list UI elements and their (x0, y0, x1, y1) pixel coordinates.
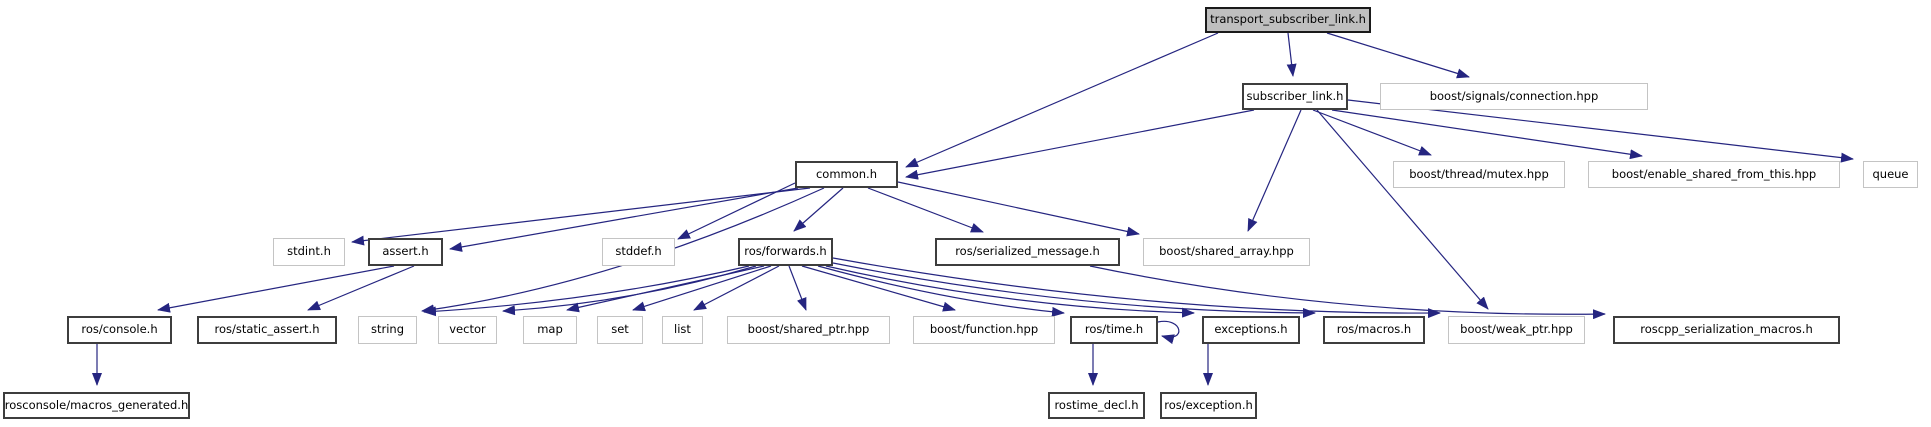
node-boost-function: boost/function.hpp (913, 316, 1055, 344)
edge-subscriber-link-to-boost-enable-shared-from-this (1331, 109, 1643, 160)
node-ros-forwards[interactable]: ros/forwards.h (738, 238, 833, 266)
node-boost-shared-ptr: boost/shared_ptr.hpp (727, 316, 890, 344)
edge-ros-forwards-to-set (632, 265, 772, 312)
edge-ros-serialized-message-to-roscpp-serialization-macros (1089, 265, 1606, 320)
edge-common-to-stdint (351, 187, 811, 246)
node-set: set (597, 316, 643, 344)
edge-ros-forwards-to-ros-macros (832, 262, 1316, 318)
edge-ros-forwards-to-string (423, 265, 750, 317)
edge-ros-forwards-to-boost-function (801, 265, 956, 312)
edge-subscriber-link-to-boost-weak-ptr (1316, 109, 1489, 310)
edge-common-to-ros-serialized-message (867, 187, 984, 233)
edge-transport-to-common (905, 32, 1219, 168)
edge-common-to-stddef (677, 182, 796, 240)
edge-subscriber-link-to-common (905, 109, 1255, 180)
node-ros-static-assert[interactable]: ros/static_assert.h (197, 316, 337, 344)
node-ros-exception[interactable]: ros/exception.h (1160, 392, 1257, 419)
node-boost-thread-mutex: boost/thread/mutex.hpp (1393, 161, 1565, 188)
edge-ros-forwards-to-list (693, 265, 780, 311)
node-roscpp-serialization-macros[interactable]: roscpp_serialization_macros.h (1613, 316, 1840, 344)
edge-transport-to-subscriber-link (1286, 32, 1297, 77)
node-vector: vector (438, 316, 497, 344)
node-string: string (358, 316, 417, 344)
edge-ros-forwards-to-boost-weak-ptr (832, 257, 1441, 319)
edge-common-to-boost-shared-array (897, 181, 1140, 237)
node-queue: queue (1863, 161, 1918, 188)
edge-subscriber-link-to-boost-shared-array (1247, 109, 1302, 232)
node-stddef: stddef.h (602, 238, 675, 266)
node-assert[interactable]: assert.h (368, 238, 443, 266)
node-subscriber-link[interactable]: subscriber_link.h (1242, 83, 1348, 110)
edge-assert-to-ros-console (157, 265, 395, 313)
node-common[interactable]: common.h (795, 161, 898, 188)
node-boost-shared-array: boost/shared_array.hpp (1143, 238, 1310, 266)
edge-ros-time-self-loop (1157, 320, 1180, 345)
edge-common-to-ros-forwards (793, 187, 844, 232)
edge-common-to-string (421, 187, 825, 315)
node-map: map (523, 316, 577, 344)
node-ros-serialized-message[interactable]: ros/serialized_message.h (935, 238, 1120, 266)
node-list: list (662, 316, 703, 344)
node-exceptions[interactable]: exceptions.h (1202, 316, 1300, 344)
node-boost-enable-shared-from-this: boost/enable_shared_from_this.hpp (1588, 161, 1840, 188)
node-ros-console[interactable]: ros/console.h (67, 316, 172, 344)
node-transport-subscriber-link: transport_subscriber_link.h (1205, 7, 1371, 33)
edge-subscriber-link-to-boost-thread-mutex (1312, 109, 1432, 156)
edge-common-to-assert (449, 187, 799, 252)
node-stdint: stdint.h (273, 238, 345, 266)
edge-assert-to-ros-static-assert (307, 265, 415, 311)
node-boost-weak-ptr: boost/weak_ptr.hpp (1448, 316, 1585, 344)
edge-ros-forwards-to-ros-time (817, 265, 1065, 317)
node-rosconsole-macros-generated[interactable]: rosconsole/macros_generated.h (3, 392, 190, 419)
edge-ros-forwards-to-map (566, 265, 765, 313)
node-ros-time[interactable]: ros/time.h (1070, 316, 1158, 344)
edge-transport-to-boost-signals-connection (1326, 32, 1470, 79)
edge-ros-forwards-to-boost-shared-ptr (788, 265, 807, 311)
node-boost-signals-connection: boost/signals/connection.hpp (1380, 83, 1648, 110)
node-ros-macros[interactable]: ros/macros.h (1323, 316, 1425, 344)
node-rostime-decl[interactable]: rostime_decl.h (1048, 392, 1145, 419)
edge-ros-forwards-to-exceptions (825, 265, 1195, 318)
